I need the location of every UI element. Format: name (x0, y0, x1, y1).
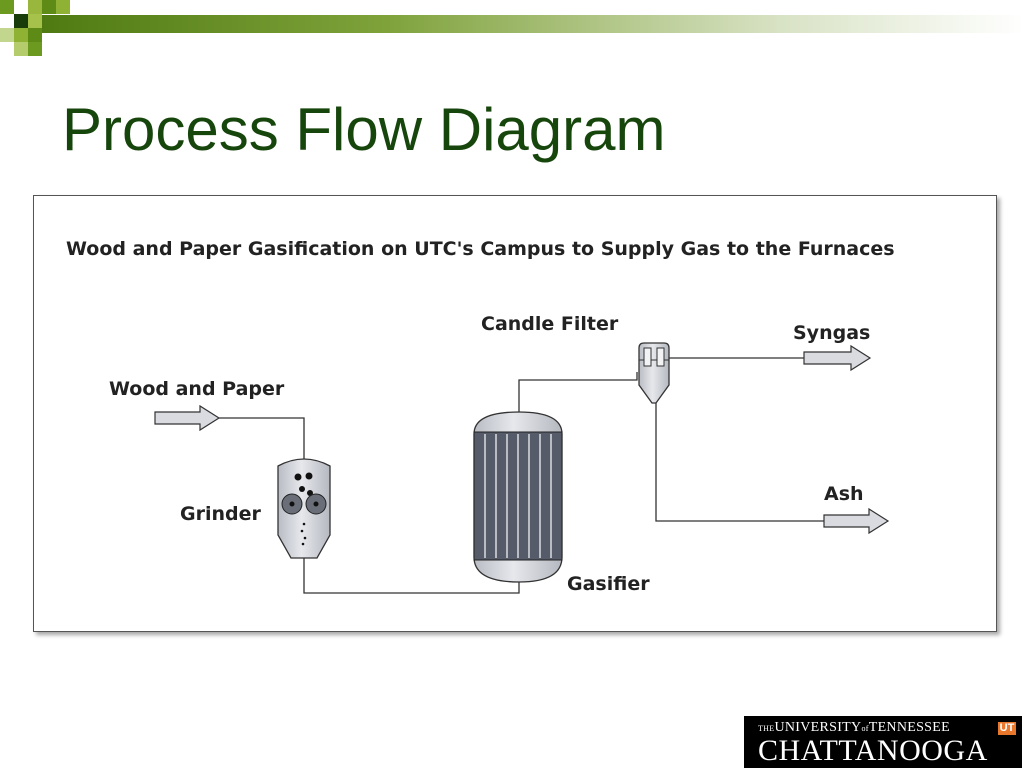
grinder-unit (277, 458, 331, 559)
process-piping (219, 357, 824, 594)
candle-filter-unit (638, 342, 670, 404)
logo-ut-mark: UT (998, 722, 1016, 735)
pipe-filter-to-ash (655, 403, 824, 522)
label-syngas: Syngas (793, 322, 870, 344)
page-title: Process Flow Diagram (62, 96, 666, 163)
label-ash: Ash (824, 483, 864, 505)
pipe-grinder-to-gasifier (303, 558, 520, 594)
label-wood-and-paper: Wood and Paper (109, 378, 285, 400)
gasifier-vessel (473, 411, 563, 583)
process-flow-diagram: Wood and Paper Gasification on UTC's Cam… (66, 238, 895, 595)
pipe-gasifier-to-filter (518, 372, 638, 412)
label-grinder: Grinder (180, 503, 261, 525)
utc-logo: THEUNIVERSITYofTENNESSEE UT CHATTANOOGA (744, 716, 1022, 768)
label-gasifier: Gasifier (567, 573, 650, 595)
logo-chattanooga: CHATTANOOGA (758, 734, 988, 767)
logo-university-line: THEUNIVERSITYofTENNESSEE (758, 720, 950, 735)
label-candle-filter: Candle Filter (481, 313, 619, 335)
arrow-syngas-outlet (803, 344, 872, 372)
diagram-frame: Wood and Paper Gasification on UTC's Cam… (33, 195, 997, 632)
arrow-wood-and-paper-feed (154, 404, 221, 432)
pipe-feed-to-grinder (219, 417, 305, 464)
header-decoration (0, 0, 1024, 56)
diagram-caption: Wood and Paper Gasification on UTC's Cam… (66, 238, 895, 260)
arrow-ash-outlet (823, 507, 890, 535)
